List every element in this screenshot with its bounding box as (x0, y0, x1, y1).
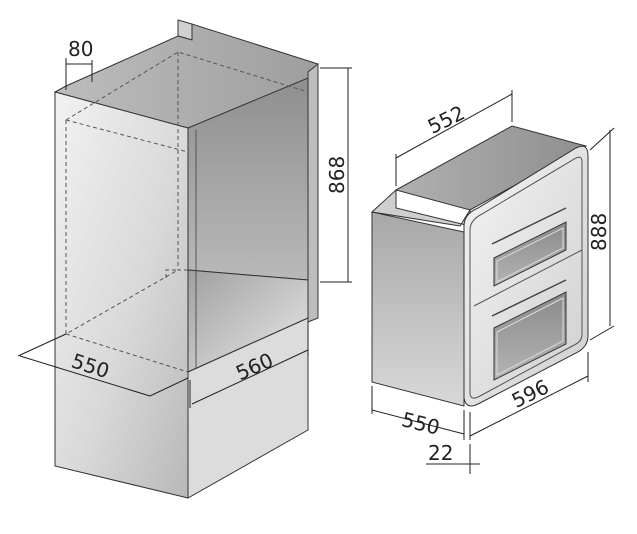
cabinet-front-face (54, 91, 189, 499)
label-oven-depth: 552 (424, 100, 469, 138)
label-oven-height: 888 (587, 213, 611, 251)
upper-handle (491, 207, 567, 245)
label-oven-body-depth: 550 (399, 407, 442, 440)
oven (370, 125, 589, 407)
oven-top-rear (394, 125, 588, 211)
lower-handle (491, 279, 567, 317)
cabinet-dimension-lines (17, 58, 352, 408)
cabinet-right-panel (307, 62, 319, 323)
label-niche-depth-top: 80 (68, 37, 93, 61)
lower-window (493, 291, 567, 381)
cabinet-niche (53, 19, 319, 499)
upper-window (493, 221, 567, 287)
oven-dimension-lines (371, 90, 615, 474)
label-door-thickness: 22 (428, 441, 453, 465)
oven-left-side (371, 211, 465, 407)
label-niche-height: 868 (325, 156, 349, 194)
